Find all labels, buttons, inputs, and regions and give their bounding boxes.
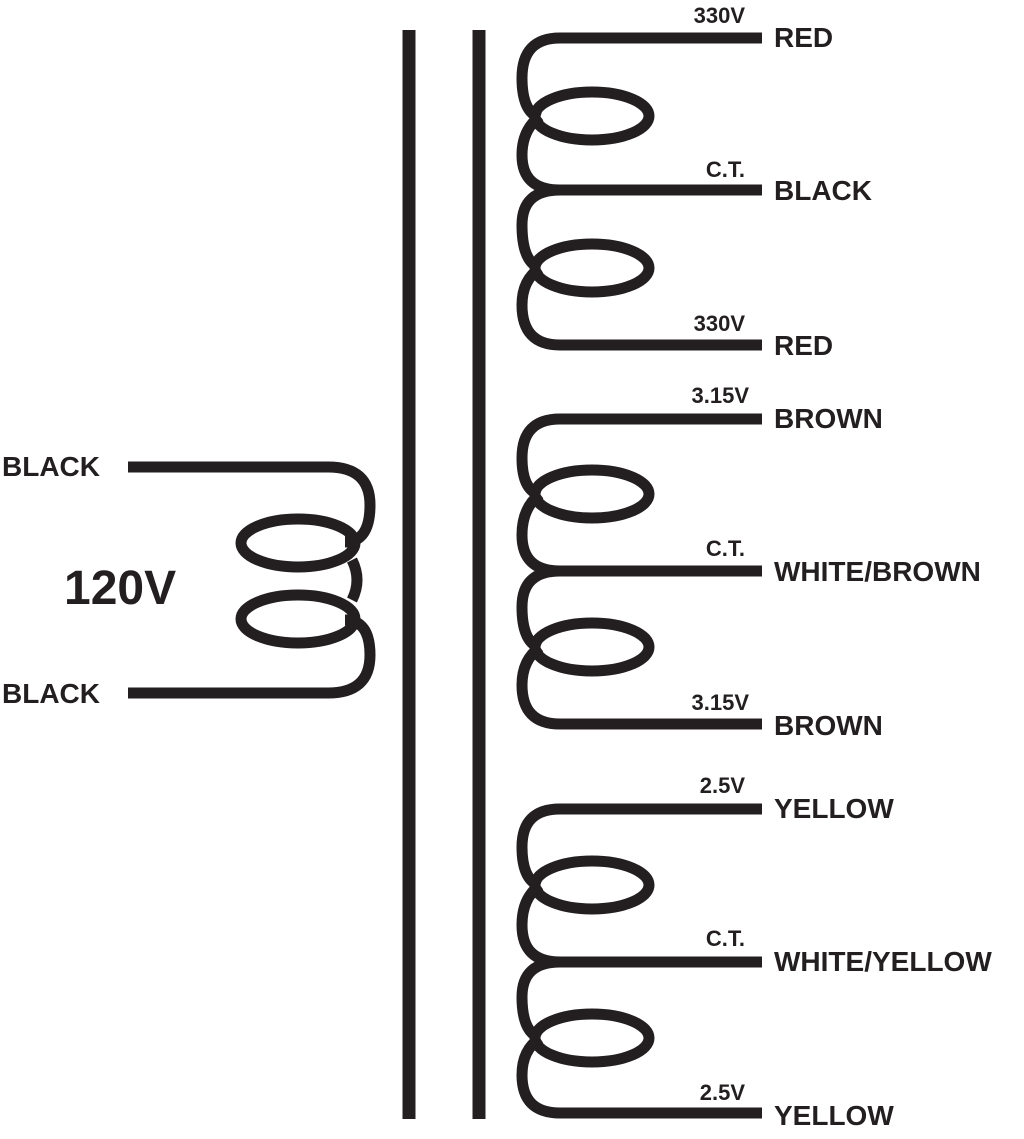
lead-color-label: BROWN [774,710,883,741]
secondary-wire [516,32,762,124]
lead-voltage-label: 2.5V [700,773,746,798]
secondary-wire [516,184,561,274]
lead-color-label: WHITE/YELLOW [774,946,992,977]
lead-color-label: BROWN [774,403,883,434]
secondary-wire [516,413,762,501]
lead-voltage-label: 3.15V [692,383,750,408]
lead-color-label: YELLOW [774,793,894,824]
lead-voltage-label: 3.15V [692,690,750,715]
primary-lead-top-label: BLACK [2,451,100,482]
lead-color-label: BLACK [774,175,872,206]
secondary-wire [516,803,762,892]
lead-voltage-label: C.T. [706,536,745,561]
lead-voltage-label: 330V [694,311,746,336]
secondary-turn [529,86,655,146]
lead-color-label: YELLOW [774,1100,894,1131]
lead-voltage-label: C.T. [706,157,745,182]
secondary-wire [516,263,762,351]
primary-turn [235,589,361,649]
secondary-winding-filament-25 [516,803,762,1119]
secondary-winding-high-voltage [516,32,762,351]
lead-color-label: WHITE/BROWN [774,556,981,587]
secondary-wire [516,642,762,730]
lead-voltage-label: 2.5V [700,1080,746,1105]
primary-voltage-label: 120V [64,562,176,615]
lead-color-label: RED [774,330,833,361]
primary-wire-link [346,557,363,603]
lead-voltage-label: C.T. [706,926,745,951]
secondary-winding-filament-315 [516,413,762,730]
secondary-turn [529,238,655,298]
secondary-turn [529,855,655,915]
primary-turn [235,513,361,573]
secondary-wire [516,1033,762,1119]
lead-voltage-label: 330V [694,3,746,28]
secondary-turn [529,464,655,524]
primary-winding [128,461,376,699]
secondary-turn [529,617,655,677]
secondary-turn [529,1008,655,1068]
primary-lead-bottom-label: BLACK [2,678,100,709]
secondary-wire [516,956,561,1044]
lead-color-label: RED [774,22,833,53]
